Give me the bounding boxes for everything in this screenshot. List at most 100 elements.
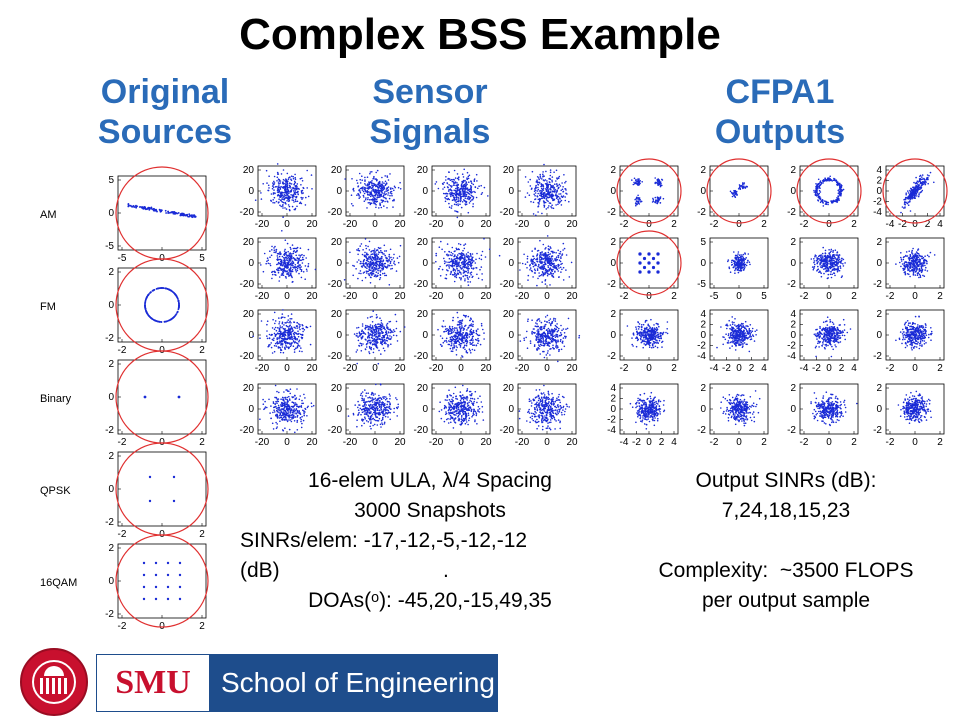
scatter-point xyxy=(446,269,448,271)
scatter-point xyxy=(556,183,558,185)
scatter-point xyxy=(459,334,462,337)
scatter-point xyxy=(278,317,280,319)
scatter-point xyxy=(306,406,309,409)
scatter-point xyxy=(363,271,366,274)
scatter-point xyxy=(459,391,462,393)
scatter-point xyxy=(462,384,464,387)
scatter-point xyxy=(370,346,373,349)
scatter-point xyxy=(535,184,537,187)
scatter-point xyxy=(547,251,550,254)
scatter-point xyxy=(371,199,374,201)
scatter-point xyxy=(467,254,469,257)
scatter-point xyxy=(373,275,376,278)
scatter-point xyxy=(477,405,480,408)
scatter-point xyxy=(389,262,392,265)
scatter-point xyxy=(548,205,550,207)
scatter-point xyxy=(472,402,475,405)
scatter-point xyxy=(300,184,302,186)
scatter-point xyxy=(266,260,268,263)
scatter-point xyxy=(549,284,551,286)
scatter-point xyxy=(301,198,303,200)
scatter-point xyxy=(301,262,304,264)
scatter-point xyxy=(276,423,279,425)
scatter-point xyxy=(368,404,370,406)
scatter-point xyxy=(370,253,373,256)
scatter-point xyxy=(371,408,374,411)
scatter-point xyxy=(446,243,449,245)
scatter-point xyxy=(467,281,469,283)
scatter-point xyxy=(474,262,477,264)
scatter-point xyxy=(155,208,158,211)
scatter-point xyxy=(279,340,281,343)
scatter-point xyxy=(292,190,295,192)
scatter-point xyxy=(287,315,290,317)
scatter-point xyxy=(296,342,299,345)
scatter-point xyxy=(300,418,303,421)
scatter-point xyxy=(396,257,399,259)
scatter-point xyxy=(464,422,467,425)
scatter-point xyxy=(307,263,310,265)
scatter-point xyxy=(455,414,457,416)
scatter-point xyxy=(280,337,283,340)
scatter-point xyxy=(475,173,478,176)
scatter-point xyxy=(371,340,374,342)
tick-label: 20 xyxy=(243,165,255,176)
scatter-point xyxy=(369,195,372,198)
scatter-point xyxy=(291,196,294,198)
scatter-point xyxy=(471,261,474,264)
scatter-point xyxy=(551,190,554,192)
scatter-point xyxy=(459,412,461,415)
scatter-point xyxy=(276,252,279,255)
scatter-point xyxy=(473,349,476,352)
scatter-point xyxy=(287,272,289,275)
scatter-point xyxy=(384,184,387,187)
tick-label: 20 xyxy=(480,437,492,448)
scatter-point xyxy=(539,173,541,176)
scatter-point xyxy=(481,279,484,281)
scatter-point xyxy=(375,189,378,191)
scatter-point xyxy=(374,326,377,329)
tick-label: -20 xyxy=(328,279,343,290)
scatter-point xyxy=(380,326,383,329)
scatter-point xyxy=(391,187,394,190)
scatter-point xyxy=(279,182,282,184)
scatter-point xyxy=(291,269,294,271)
scatter-point xyxy=(288,321,290,324)
scatter-point xyxy=(278,269,280,272)
scatter-point xyxy=(366,317,369,319)
scatter-point xyxy=(301,415,303,418)
scatter-point xyxy=(541,197,544,199)
scatter-point xyxy=(282,309,284,311)
scatter-point xyxy=(379,194,381,196)
scatter-point xyxy=(456,256,459,259)
scatter-point xyxy=(454,275,456,278)
slide-title: Complex BSS Example xyxy=(239,10,721,59)
scatter-point xyxy=(365,270,368,273)
scatter-point xyxy=(302,409,304,412)
scatter-point xyxy=(367,260,370,263)
scatter-point xyxy=(459,332,462,335)
scatter-point xyxy=(270,254,273,257)
scatter-point xyxy=(460,273,462,275)
scatter-point xyxy=(389,194,391,197)
scatter-point xyxy=(267,184,270,187)
scatter-point xyxy=(303,393,305,396)
scatter-point xyxy=(269,263,271,265)
scatter-point xyxy=(461,173,464,175)
scatter-point xyxy=(293,326,296,329)
scatter-point xyxy=(445,407,448,409)
scatter-point xyxy=(463,253,465,256)
tick-label: 0 xyxy=(108,300,114,311)
scatter-point xyxy=(299,177,302,180)
scatter-point xyxy=(475,267,477,269)
scatter-point xyxy=(301,350,303,353)
scatter-point xyxy=(465,200,468,203)
scatter-point xyxy=(373,331,376,333)
scatter-point xyxy=(286,403,289,405)
scatter-point xyxy=(361,325,364,327)
scatter-point xyxy=(377,187,380,189)
scatter-point xyxy=(396,415,399,417)
scatter-point xyxy=(469,262,472,265)
scatter-point xyxy=(285,259,288,261)
